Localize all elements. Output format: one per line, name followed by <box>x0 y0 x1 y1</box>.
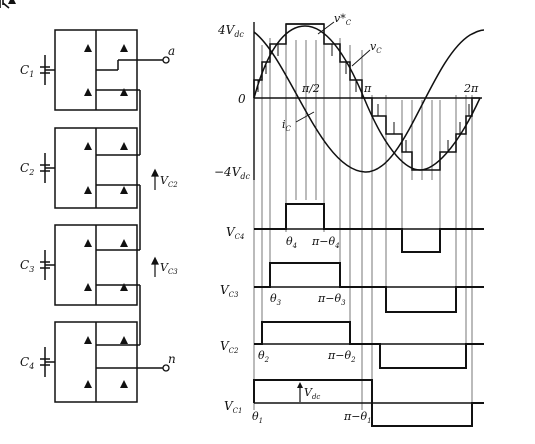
y-label-zero: 0 <box>238 92 246 106</box>
vc3-wave <box>254 262 484 313</box>
pwm-ticks <box>257 44 470 152</box>
cell-label-c3: C3 <box>20 258 34 274</box>
step-gridlines <box>253 28 473 410</box>
vc-star-leader <box>317 21 335 35</box>
wave-label-vc3: VC3 <box>220 283 239 299</box>
staircase-output <box>253 23 480 171</box>
theta2-label: θ2 <box>258 349 270 364</box>
terminal-n-node <box>162 364 170 372</box>
ic-label: iC <box>282 118 292 133</box>
h-bridge-stack <box>40 29 165 403</box>
vdc-arrow-head <box>297 382 303 388</box>
h-bridge-cell-4 <box>40 321 165 403</box>
cell-label-c2: C2 <box>20 161 34 177</box>
vc3-label: VC3 <box>160 261 178 276</box>
vdc-label: Vdc <box>304 386 320 401</box>
terminal-a-label: a <box>168 44 175 58</box>
pi-minus-theta1-label: π−θ1 <box>343 410 372 425</box>
pi-label: π <box>363 82 372 95</box>
switches <box>69 39 129 393</box>
wave-label-vc2: VC2 <box>220 339 239 355</box>
y-label-bottom: −4Vdc <box>214 165 250 181</box>
wave-label-vc4: VC4 <box>226 225 244 241</box>
vc1-wave <box>253 379 484 427</box>
ic-leader <box>295 111 315 123</box>
pi-half-label: π/2 <box>301 82 320 95</box>
y-label-top: 4Vdc <box>217 23 244 39</box>
pi-minus-theta3-label: π−θ3 <box>317 292 346 307</box>
cell-waveforms <box>253 203 484 427</box>
vc-label: vC <box>370 40 382 55</box>
vc-leader <box>351 49 371 67</box>
vc3-arrow <box>151 256 159 277</box>
wave-label-vc1: VC1 <box>224 399 242 415</box>
theta3-label: θ3 <box>270 292 282 307</box>
two-pi-label: 2π <box>463 82 479 95</box>
pi-minus-theta2-label: π−θ2 <box>327 349 356 364</box>
h-bridge-cell-2 <box>40 127 141 235</box>
vc2-wave <box>254 321 484 369</box>
pi-minus-theta4-label: π−θ4 <box>311 235 340 250</box>
vc-star-label: v*C <box>334 12 352 27</box>
top-plot: 4Vdc 0 −4Vdc π/2 π 2π v*C vC iC <box>214 12 485 410</box>
vc4-wave <box>254 203 484 253</box>
terminal-n-label: n <box>168 352 176 366</box>
cell-label-c1: C1 <box>20 63 34 79</box>
h-bridge-cell-3 <box>40 224 141 335</box>
terminal-a-node <box>162 56 170 64</box>
switch-icons <box>0 0 16 9</box>
cell-label-c4: C4 <box>20 355 34 371</box>
vc2-arrow <box>151 168 159 190</box>
theta4-label: θ4 <box>286 235 297 250</box>
h-bridge-cell-1 <box>40 29 165 140</box>
theta1-label: θ1 <box>252 410 263 425</box>
current-ic-curve <box>253 29 485 173</box>
vc2-label: VC2 <box>160 174 178 189</box>
